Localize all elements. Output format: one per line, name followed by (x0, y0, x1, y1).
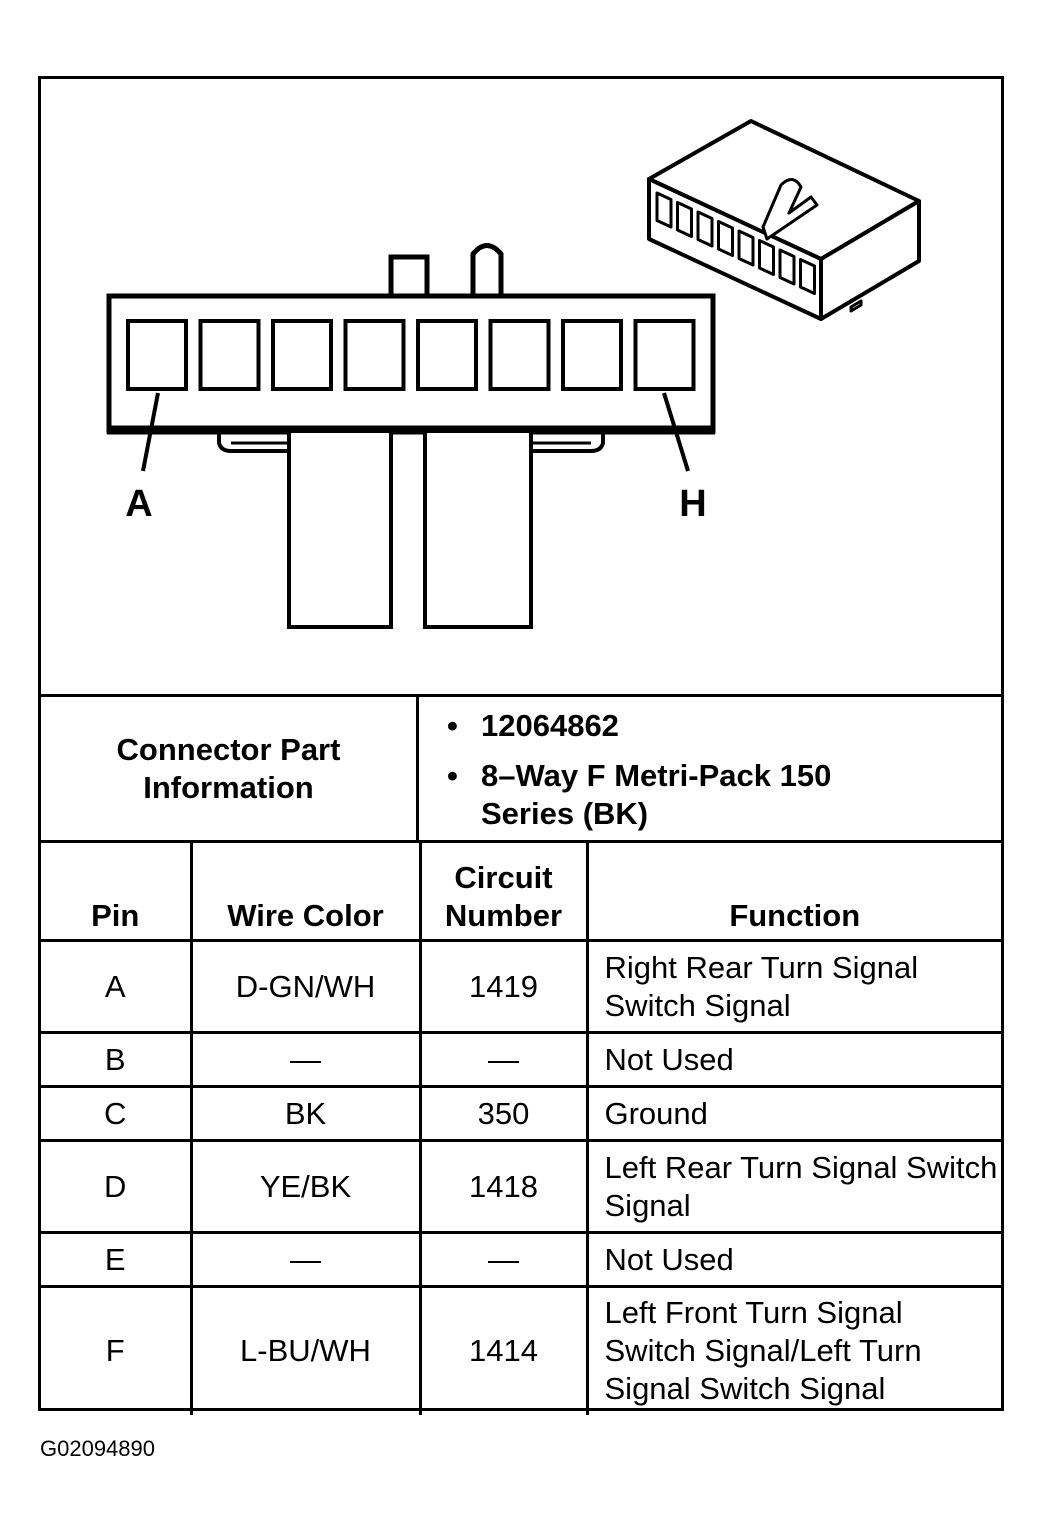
wire-color-cell: YE/BK (189, 1139, 422, 1234)
circuit-number-cell: — (418, 1031, 589, 1088)
pin-table: Pin Wire Color Circuit Number Function A… (41, 840, 1001, 1415)
function-cell: Ground (585, 1085, 1001, 1142)
part-number-bullet: 12064862 (447, 707, 881, 745)
pin-cell: E (41, 1231, 193, 1288)
iso-cavity (758, 239, 775, 276)
circuit-number-cell: — (418, 1231, 589, 1288)
iso-cavities (655, 191, 816, 295)
function-cell: Not Used (585, 1031, 1001, 1088)
header-pin: Pin (41, 840, 193, 942)
header-circuit-number: Circuit Number (418, 840, 589, 942)
diagram-frame: A H Connector Part Information 12064862 … (38, 76, 1004, 1415)
circuit-number-cell: 1419 (418, 939, 589, 1034)
leader-a (141, 392, 160, 472)
pin-cell: D (41, 1139, 193, 1234)
iso-latch (761, 178, 819, 241)
latch-arch (470, 243, 504, 297)
iso-cavity (778, 248, 796, 286)
wire-color-cell: D-GN/WH (189, 939, 422, 1034)
connector-type-bullet: 8–Way F Metri-Pack 150 Series (BK) (447, 757, 881, 833)
pin-cell: C (41, 1085, 193, 1142)
function-cell: Not Used (585, 1231, 1001, 1288)
iso-cavity (655, 191, 673, 229)
connector-cavity (126, 319, 188, 391)
circuit-number-cell: 1414 (418, 1285, 589, 1415)
connector-cavity (271, 319, 333, 391)
iso-cavity (696, 210, 714, 248)
header-wire-color: Wire Color (189, 840, 422, 942)
function-cell: Left Rear Turn Signal Switch Signal (585, 1139, 1001, 1234)
table-header-row: Pin Wire Color Circuit Number Function (41, 840, 1001, 942)
wire-color-cell: L-BU/WH (189, 1285, 422, 1415)
connector-cavity (343, 319, 406, 391)
connector-front-view (106, 243, 716, 629)
connector-cavity (561, 319, 623, 391)
function-cell: Right Rear Turn Signal Switch Signal (585, 939, 1001, 1034)
leader-h (662, 392, 690, 472)
right-wire-bundle (423, 429, 533, 629)
iso-cavity (737, 229, 755, 267)
table-row: B——Not Used (41, 1031, 1001, 1088)
table-row: E——Not Used (41, 1231, 1001, 1288)
iso-side-face (819, 199, 921, 321)
header-function: Function (585, 840, 1001, 942)
circuit-number-cell: 1418 (418, 1139, 589, 1234)
label-pin-h: H (679, 483, 706, 525)
left-wire-bundle (287, 429, 393, 629)
pin-cell: B (41, 1031, 193, 1088)
locking-tab (388, 254, 430, 300)
connector-cavity (416, 319, 478, 391)
iso-cavity (717, 220, 734, 257)
iso-cavity (676, 201, 693, 238)
wire-color-cell: — (189, 1231, 422, 1288)
part-info-bullets: 12064862 8–Way F Metri-Pack 150 Series (… (419, 697, 1001, 840)
left-clip (217, 431, 291, 453)
connector-illustration: A H (106, 119, 921, 629)
circuit-number-cell: 350 (418, 1085, 589, 1142)
label-pin-a: A (125, 483, 152, 525)
connector-cavity (198, 319, 261, 391)
pin-cell: F (41, 1285, 193, 1415)
connector-cavity (488, 319, 551, 391)
function-cell: Left Front Turn Signal Switch Signal/Lef… (585, 1285, 1001, 1415)
iso-cavity (799, 258, 816, 295)
wire-color-cell: — (189, 1031, 422, 1088)
cavity-row (126, 319, 696, 391)
connector-cavity (633, 319, 696, 391)
pin-cell: A (41, 939, 193, 1034)
right-clip (531, 431, 605, 453)
part-info-label: Connector Part Information (41, 697, 419, 840)
wire-color-cell: BK (189, 1085, 422, 1142)
connector-part-info: Connector Part Information 12064862 8–Wa… (41, 694, 1001, 840)
figure-id: G02094890 (40, 1436, 155, 1461)
connector-isometric-view (647, 119, 921, 321)
